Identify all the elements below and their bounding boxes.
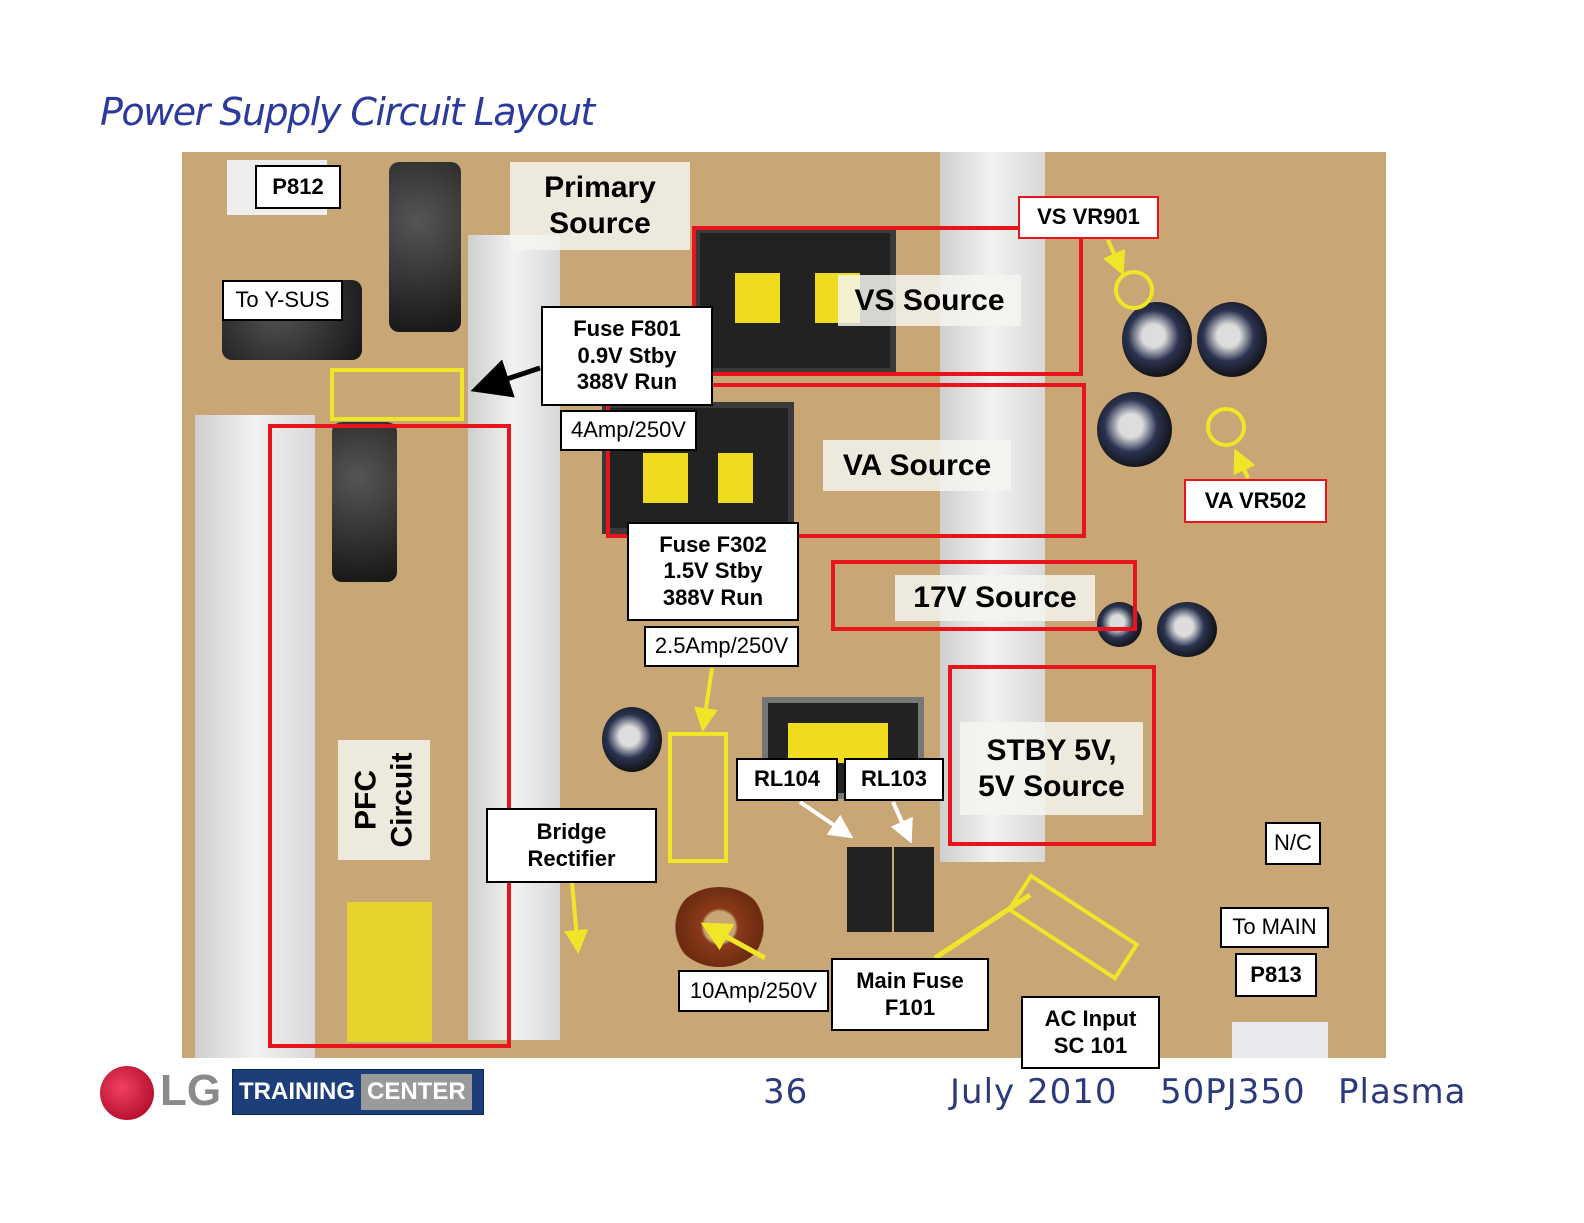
label-p813: P813 — [1235, 953, 1317, 997]
arrow — [564, 881, 589, 954]
label-nc: N/C — [1265, 822, 1321, 865]
vs-vr901-marker — [1114, 270, 1154, 310]
arrow — [694, 667, 718, 732]
label-line: Main Fuse — [856, 968, 964, 994]
label-line: 388V Run — [576, 369, 678, 395]
heatsink — [195, 415, 315, 1058]
label-va-source: VA Source — [823, 440, 1011, 491]
label-line: F101 — [884, 994, 936, 1020]
arrow — [1233, 448, 1256, 479]
arrow — [890, 801, 913, 844]
lg-logo-text: LG — [160, 1066, 222, 1115]
label-to-ysus: To Y-SUS — [222, 280, 343, 321]
label-to-main: To MAIN — [1220, 907, 1329, 948]
label-va-vr502: VA VR502 — [1184, 479, 1327, 523]
label-vs-vr901: VS VR901 — [1018, 196, 1159, 239]
label-rl103: RL103 — [844, 758, 944, 801]
va-vr502-marker — [1206, 407, 1246, 447]
arrow — [1102, 239, 1125, 276]
label-f302-rating: 2.5Amp/250V — [644, 626, 799, 667]
pfc-highlight — [268, 424, 511, 1048]
label-rl104: RL104 — [736, 758, 838, 801]
label-line: AC Input — [1044, 1006, 1137, 1032]
arrow — [798, 800, 854, 839]
badge-training: TRAINING — [239, 1078, 355, 1105]
label-line: Primary — [544, 171, 656, 204]
label-line: SC 101 — [1053, 1032, 1128, 1058]
relay — [894, 847, 934, 932]
label-17v-source: 17V Source — [895, 575, 1095, 621]
arrow — [933, 892, 1032, 961]
capacitor — [1197, 302, 1267, 377]
label-vs-source: VS Source — [838, 275, 1021, 326]
arrow — [470, 359, 541, 398]
arrow — [700, 922, 767, 961]
label-f101-rating: 10Amp/250V — [678, 970, 829, 1012]
label-line: Fuse F302 — [659, 531, 767, 557]
footer-model: 50PJ350 — [1160, 1072, 1306, 1112]
label-line: 388V Run — [662, 584, 764, 610]
label-line: Bridge — [536, 819, 607, 845]
page-number: 36 — [763, 1072, 809, 1112]
footer-date: July 2010 — [950, 1072, 1118, 1112]
label-line: STBY 5V, — [986, 733, 1117, 767]
fuse-f302-highlight — [668, 732, 728, 863]
footer-type: Plasma — [1338, 1072, 1467, 1112]
label-f801-rating: 4Amp/250V — [560, 410, 697, 451]
capacitor — [332, 422, 397, 582]
label-line: 1.5V Stby — [663, 558, 763, 584]
va-source-highlight — [606, 383, 1086, 538]
connector — [1232, 1022, 1328, 1058]
capacitor — [602, 707, 662, 772]
page-title: Power Supply Circuit Layout — [100, 90, 595, 134]
capacitor — [389, 162, 461, 332]
label-line: Circuit — [385, 752, 419, 848]
fuse-f801-highlight — [330, 368, 464, 421]
label-line: Source — [549, 207, 651, 240]
vs-source-highlight — [692, 226, 1083, 376]
label-line: 0.9V Stby — [577, 342, 677, 368]
badge-center: CENTER — [361, 1074, 472, 1110]
label-p812: P812 — [255, 165, 341, 209]
stby-highlight — [948, 665, 1156, 846]
lg-logo-icon — [100, 1066, 154, 1120]
relay — [847, 847, 892, 932]
capacitor — [1097, 392, 1172, 467]
label-line: 5V Source — [978, 769, 1125, 803]
label-line: PFC — [349, 770, 383, 831]
filter-capacitor — [347, 902, 432, 1042]
training-center-badge: TRAINING CENTER — [232, 1069, 484, 1115]
capacitor — [1157, 602, 1217, 657]
capacitor — [1122, 302, 1192, 377]
label-stby-source: STBY 5V,5V Source — [960, 722, 1143, 815]
17v-source-highlight — [831, 560, 1137, 631]
label-line: Fuse F801 — [573, 316, 681, 342]
transformer — [602, 402, 794, 534]
label-line: Rectifier — [527, 845, 616, 871]
